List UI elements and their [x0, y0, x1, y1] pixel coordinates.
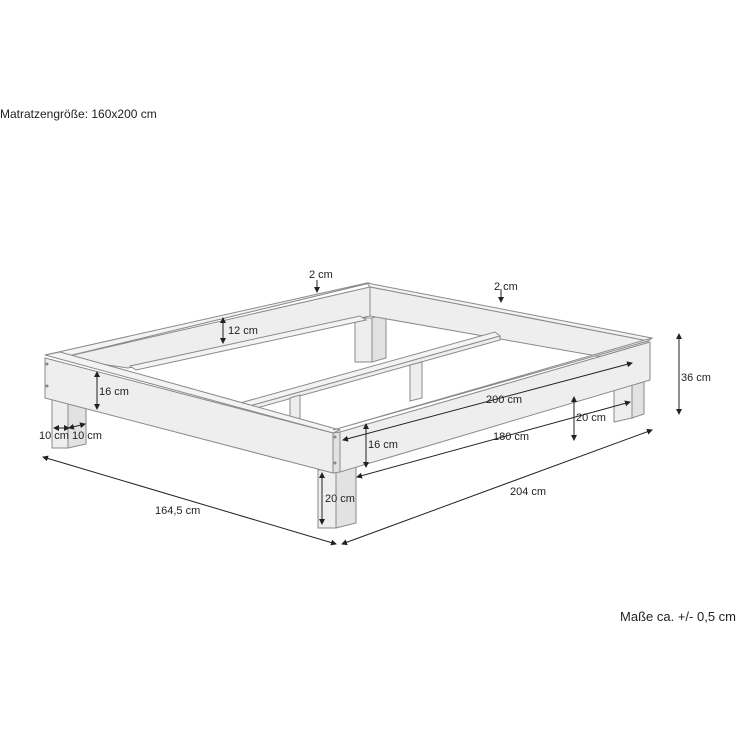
leg-width-b-dimension: [68, 422, 86, 430]
far-side-rail: [365, 282, 654, 366]
total-height-label: 36 cm: [681, 372, 711, 384]
leg-height-front-label: 20 cm: [325, 493, 355, 505]
inner-length-label: 200 cm: [486, 394, 522, 406]
slat-ledge: [128, 315, 368, 371]
rail-height-label: 12 cm: [228, 325, 258, 337]
top-thickness-right-label: 2 cm: [494, 281, 518, 293]
leg-spacing-dimension: [356, 400, 631, 479]
leg-width-b-label: 10 cm: [72, 430, 102, 442]
leg-height-back-label: 20 cm: [576, 412, 606, 424]
leg-spacing-label: 180 cm: [493, 431, 529, 443]
frame-height-left-label: 16 cm: [99, 386, 129, 398]
overall-width-dimension: [42, 455, 337, 546]
top-thickness-left-label: 2 cm: [309, 269, 333, 281]
overall-length-label: 204 cm: [510, 486, 546, 498]
overall-width-label: 164,5 cm: [155, 505, 200, 517]
tolerance-note: Maße ca. +/- 0,5 cm: [620, 609, 736, 624]
leg-width-a-label: 10 cm: [39, 430, 69, 442]
mattress-size-label: Matratzengröße: 160x200 cm: [0, 107, 157, 121]
frame-height-front-label: 16 cm: [368, 439, 398, 451]
